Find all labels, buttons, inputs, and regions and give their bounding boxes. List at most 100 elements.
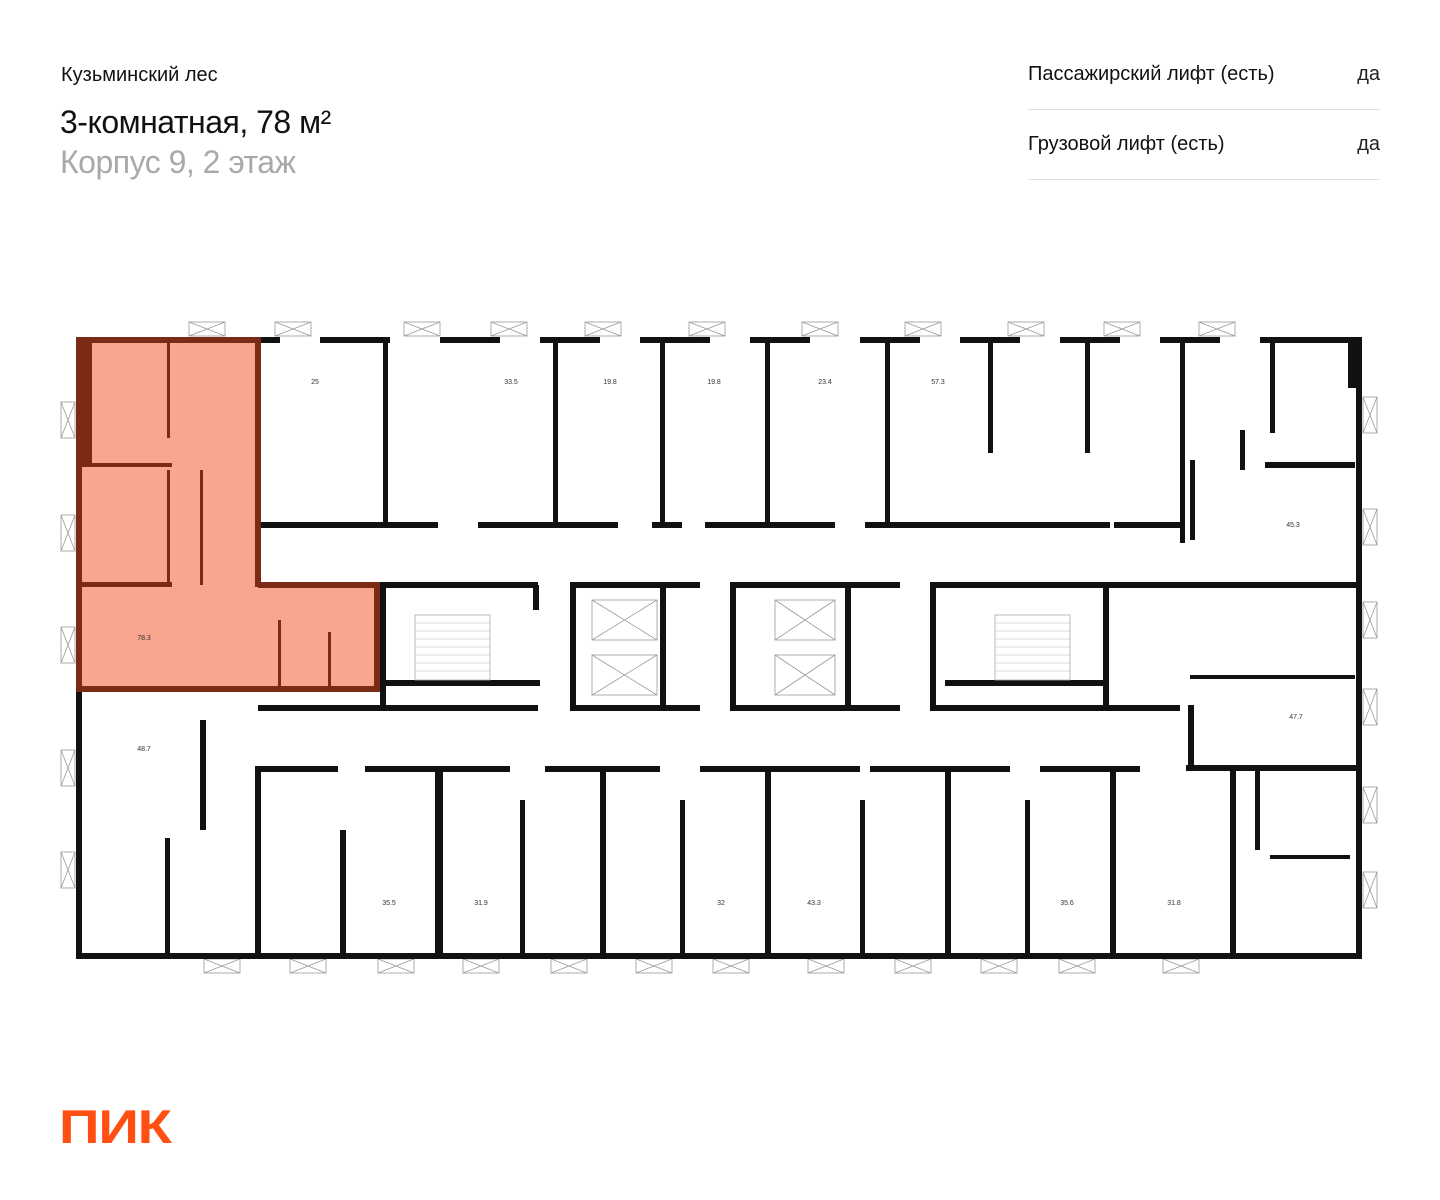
- wall: [1240, 430, 1245, 470]
- window-cross: [584, 321, 622, 337]
- property-label: Пассажирский лифт (есть): [1028, 63, 1275, 85]
- area-label: 23.4: [818, 379, 832, 386]
- area-label: 45.3: [1286, 522, 1300, 529]
- wall: [82, 343, 92, 463]
- wall: [765, 343, 770, 523]
- property-value: да: [1357, 133, 1380, 155]
- window-cross: [1162, 958, 1200, 974]
- area-label: 33.5: [504, 379, 518, 386]
- wall: [930, 585, 936, 710]
- window-cross: [688, 321, 726, 337]
- wall: [640, 337, 710, 343]
- wall: [1186, 765, 1356, 771]
- wall: [435, 770, 443, 953]
- wall: [533, 585, 539, 610]
- apartment-wall: [200, 470, 203, 585]
- window-cross: [60, 749, 76, 787]
- area-label: 57.3: [931, 379, 945, 386]
- wall: [1040, 766, 1140, 772]
- wall: [570, 582, 700, 588]
- wall: [1348, 343, 1356, 388]
- window-cross: [377, 958, 415, 974]
- wall: [540, 337, 600, 343]
- wall: [988, 343, 993, 453]
- window-cross: [1058, 958, 1096, 974]
- area-label: 19.8: [707, 379, 721, 386]
- window-cross: [774, 599, 836, 641]
- wall: [680, 800, 685, 953]
- wall: [730, 705, 900, 711]
- stair-icon: [414, 614, 491, 681]
- apartment-wall: [258, 582, 380, 588]
- area-label: 35.5: [382, 900, 396, 907]
- window-cross: [490, 321, 528, 337]
- wall: [200, 720, 206, 830]
- apartment-wall: [374, 585, 380, 692]
- area-label: 19.8: [603, 379, 617, 386]
- wall: [765, 770, 771, 953]
- area-label: 35.6: [1060, 900, 1074, 907]
- wall: [960, 337, 1020, 343]
- wall: [258, 705, 538, 711]
- apartment-wall: [82, 582, 172, 587]
- wall: [545, 766, 660, 772]
- wall: [255, 766, 261, 956]
- apartment-wall: [76, 337, 258, 343]
- wall: [258, 582, 538, 588]
- area-label: 31.8: [1167, 900, 1181, 907]
- apartment-wall: [76, 337, 82, 692]
- window-cross: [60, 401, 76, 439]
- window-cross: [1362, 688, 1378, 726]
- wall: [76, 953, 1362, 959]
- wall: [1265, 462, 1355, 468]
- wall: [1160, 337, 1220, 343]
- pik-logo: ПИК: [59, 1100, 172, 1153]
- window-cross: [980, 958, 1018, 974]
- window-cross: [203, 958, 241, 974]
- apartment-wall: [278, 620, 281, 686]
- window-cross: [1103, 321, 1141, 337]
- wall: [320, 337, 390, 343]
- window-cross: [591, 599, 658, 641]
- window-cross: [801, 321, 839, 337]
- wall: [652, 522, 682, 528]
- wall: [570, 705, 700, 711]
- wall: [1260, 337, 1362, 343]
- wall: [1110, 770, 1116, 953]
- apartment-wall: [167, 470, 170, 585]
- apartment-wall: [255, 337, 261, 587]
- property-passenger-lift: Пассажирский лифт (есть) да: [1028, 40, 1380, 110]
- wall: [258, 766, 338, 772]
- wall: [1085, 343, 1090, 453]
- window-cross: [894, 958, 932, 974]
- wall: [365, 766, 510, 772]
- stair-icon: [994, 614, 1071, 681]
- area-label: 31.9: [474, 900, 488, 907]
- window-cross: [807, 958, 845, 974]
- window-cross: [188, 321, 226, 337]
- wall: [730, 585, 736, 710]
- property-value: да: [1357, 63, 1380, 85]
- window-cross: [60, 626, 76, 664]
- apartment-title: 3-комнатная, 78 м²: [60, 104, 331, 140]
- window-cross: [1362, 871, 1378, 909]
- window-cross: [60, 851, 76, 889]
- wall: [380, 680, 540, 686]
- wall: [1230, 770, 1236, 953]
- wall: [930, 705, 1180, 711]
- wall: [1060, 337, 1120, 343]
- wall: [1270, 343, 1275, 433]
- area-label: 78.3: [137, 635, 151, 642]
- window-cross: [1362, 786, 1378, 824]
- window-cross: [289, 958, 327, 974]
- wall: [383, 343, 388, 523]
- window-cross: [1362, 601, 1378, 639]
- wall: [870, 766, 1010, 772]
- wall: [600, 770, 606, 953]
- properties-list: Пассажирский лифт (есть) да Грузовой лиф…: [1028, 40, 1380, 180]
- area-label: 25: [311, 379, 319, 386]
- window-cross: [904, 321, 942, 337]
- window-cross: [1198, 321, 1236, 337]
- wall: [1190, 675, 1355, 679]
- wall: [570, 585, 576, 710]
